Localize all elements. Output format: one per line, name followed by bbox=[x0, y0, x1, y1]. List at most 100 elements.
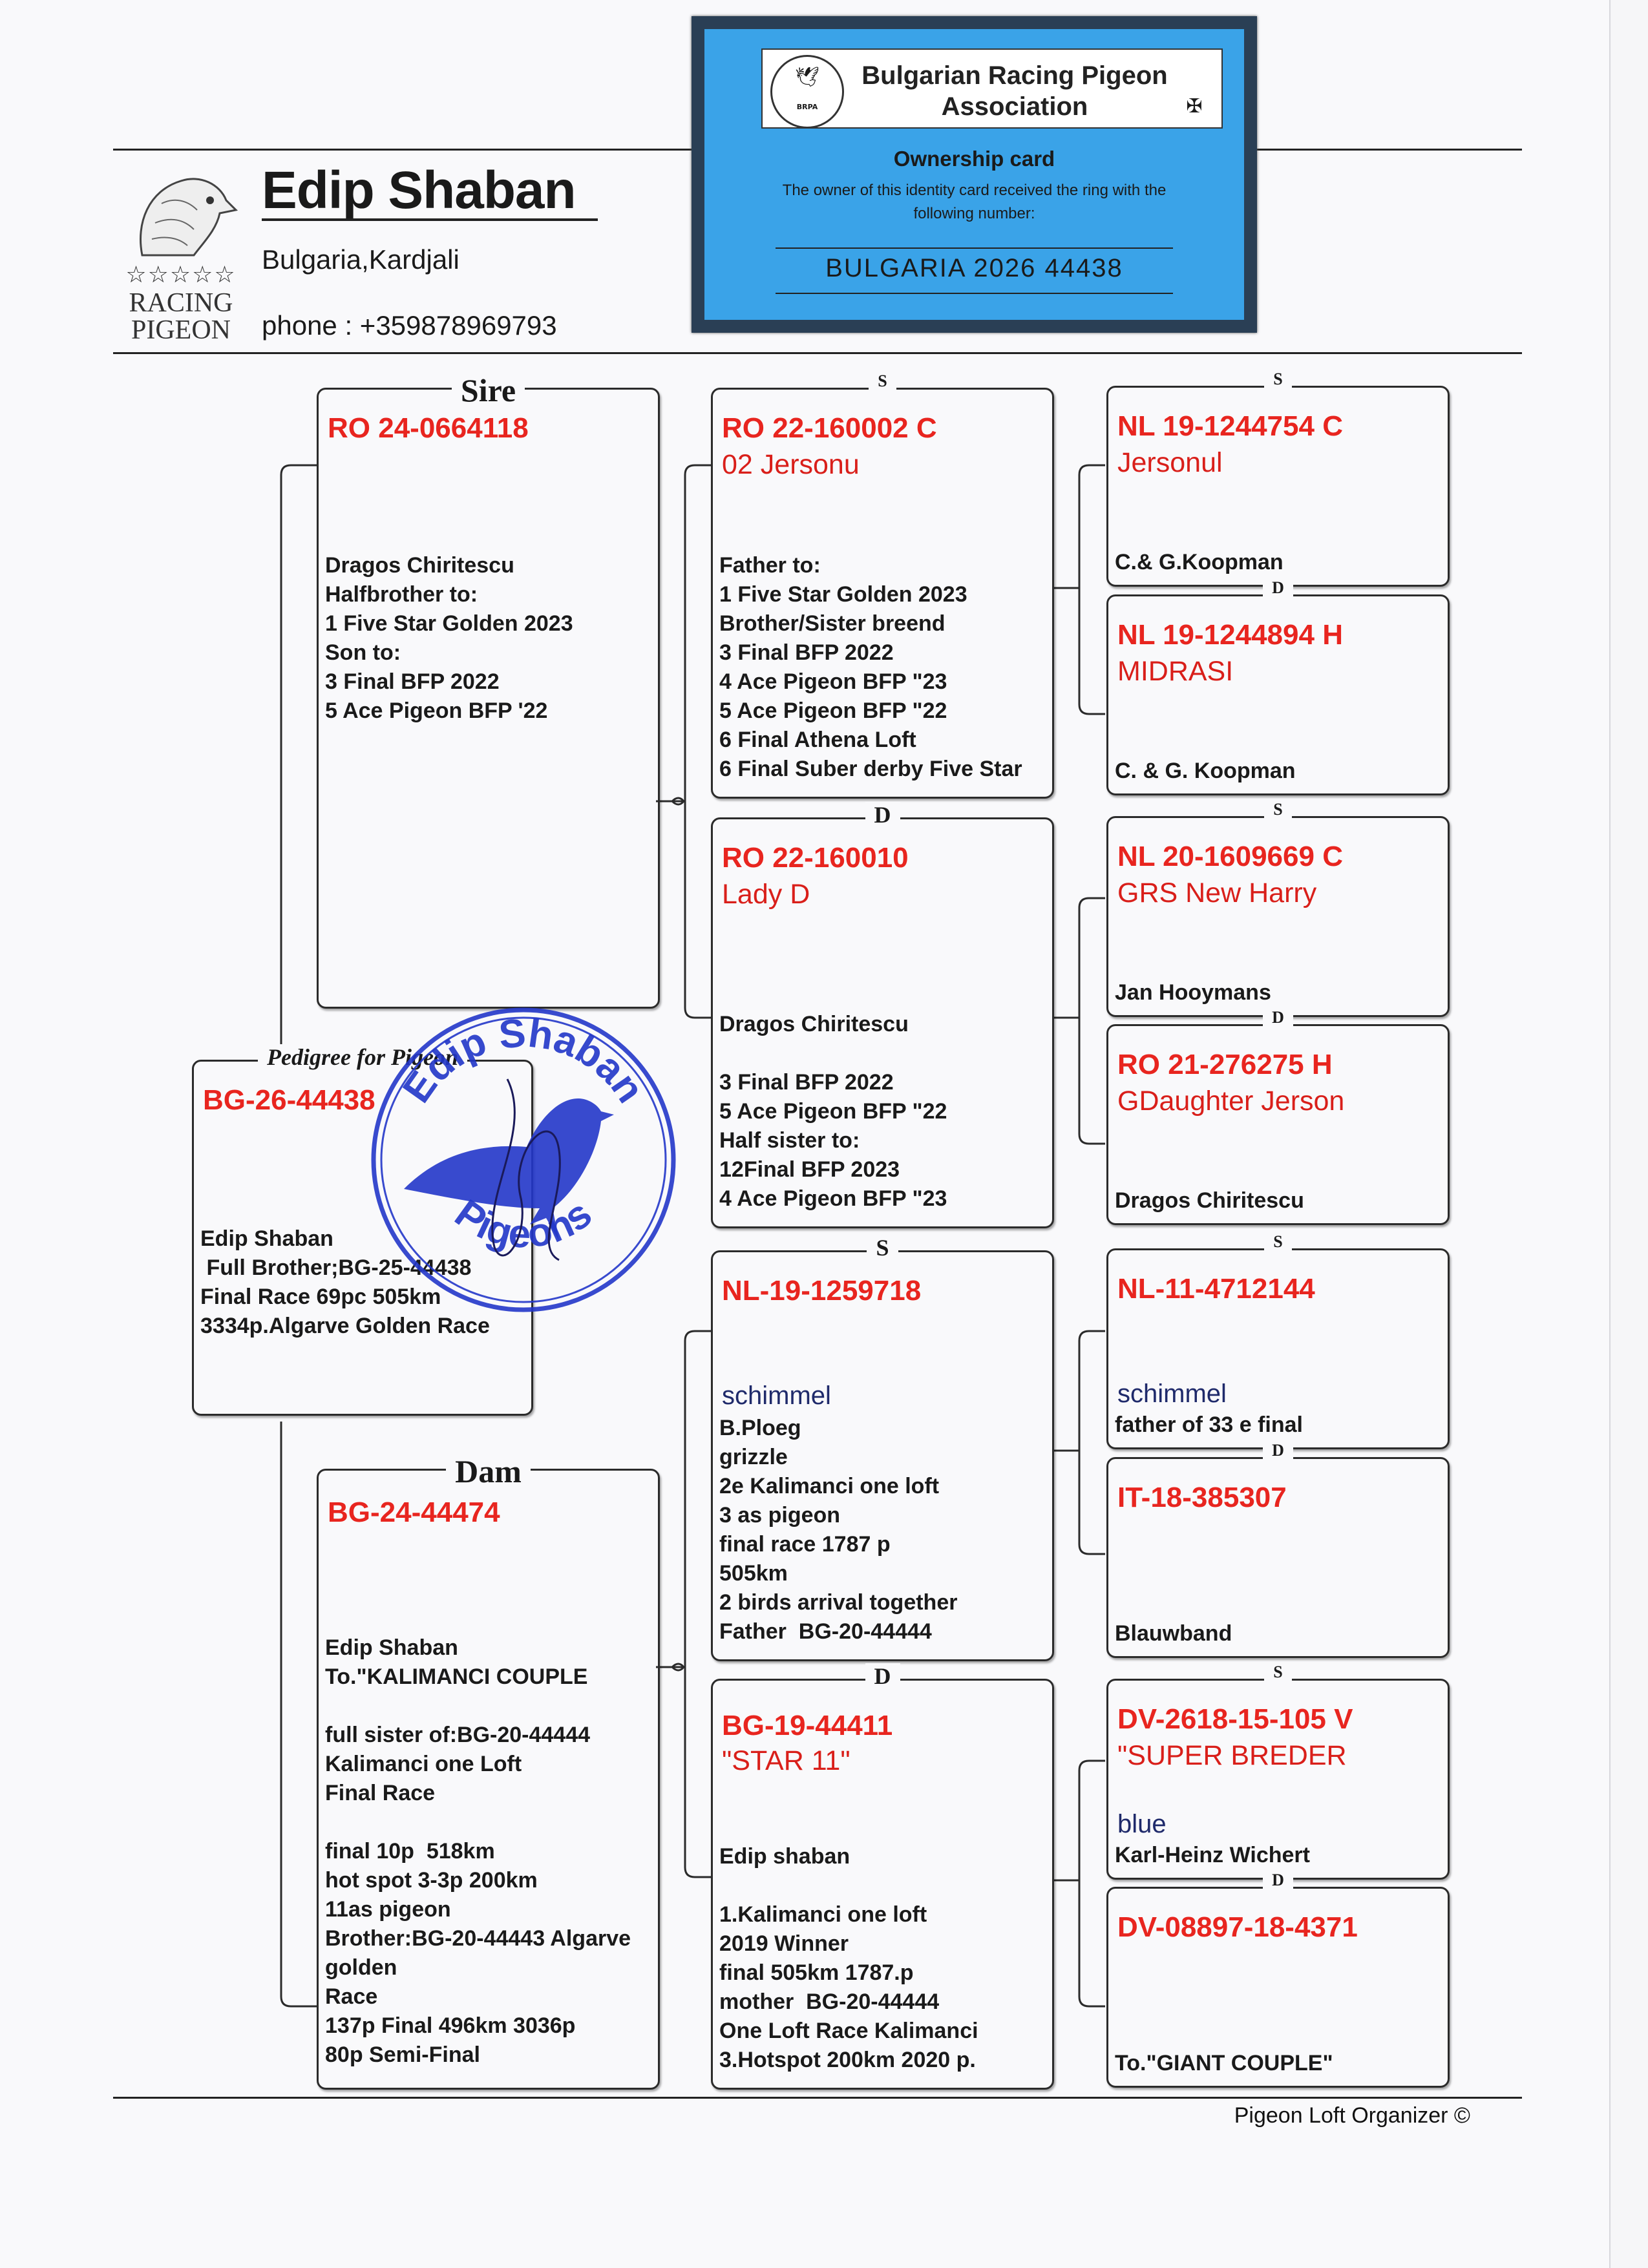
dss-box: S NL-11-4712144 schimmel father of 33 e … bbox=[1106, 1232, 1450, 1449]
ring-line-bottom bbox=[776, 293, 1173, 294]
dds-color: blue bbox=[1117, 1810, 1167, 1838]
dam-info: Edip Shaban To."KALIMANCI COUPLE full si… bbox=[325, 1635, 631, 2067]
ssd-label: D bbox=[1263, 578, 1293, 597]
sire-sire-name: 02 Jersonu bbox=[722, 449, 860, 480]
dam-box: Dam BG-24-44474 Edip Shaban To."KALIMANC… bbox=[317, 1453, 660, 2090]
sdd-ring: RO 21-276275 H bbox=[1117, 1049, 1333, 1080]
dds-name: "SUPER BREDER bbox=[1117, 1740, 1347, 1771]
ddd-box: D DV-08897-18-4371 To."GIANT COUPLE" bbox=[1106, 1871, 1450, 2088]
dam-sire-label: S bbox=[867, 1235, 898, 1261]
sire-dam-name: Lady D bbox=[722, 879, 810, 910]
dds-info: Karl-Heinz Wichert bbox=[1115, 1843, 1310, 1867]
sdd-name: GDaughter Jerson bbox=[1117, 1086, 1345, 1117]
dsd-info: Blauwband bbox=[1115, 1621, 1232, 1646]
ring-line-top bbox=[776, 247, 1173, 249]
footer-rule bbox=[113, 2097, 1522, 2099]
sss-name: Jersonul bbox=[1117, 447, 1223, 478]
sire-sire-label: S bbox=[869, 372, 896, 390]
dam-sire-ring: NL-19-1259718 bbox=[722, 1275, 922, 1307]
dam-label: Dam bbox=[446, 1453, 531, 1489]
dam-dam-ring: BG-19-44411 bbox=[722, 1710, 893, 1741]
subject-ring: BG-26-44438 bbox=[203, 1084, 375, 1116]
sire-sire-info: Father to: 1 Five Star Golden 2023 Broth… bbox=[719, 553, 1022, 781]
ssd-ring: NL 19-1244894 H bbox=[1117, 619, 1343, 651]
owner-name-underline bbox=[262, 218, 598, 221]
sds-ring: NL 20-1609669 C bbox=[1117, 841, 1343, 872]
dss-label: S bbox=[1264, 1232, 1292, 1251]
sdd-box: D RO 21-276275 H GDaughter Jerson Dragos… bbox=[1106, 1008, 1450, 1225]
dds-box: S DV-2618-15-105 V "SUPER BREDER blue Ka… bbox=[1106, 1663, 1450, 1880]
association-title-box: 🕊 BRPA Bulgarian Racing Pigeon Associati… bbox=[761, 48, 1223, 129]
header-bottom-rule bbox=[113, 352, 1522, 354]
sss-ring: NL 19-1244754 C bbox=[1117, 410, 1343, 442]
dss-ring: NL-11-4712144 bbox=[1117, 1273, 1315, 1305]
dss-info: father of 33 e final bbox=[1115, 1412, 1303, 1437]
logo-stars: ☆☆☆☆☆ bbox=[125, 262, 237, 288]
ssd-name: MIDRASI bbox=[1117, 656, 1234, 687]
sdd-label: D bbox=[1263, 1008, 1293, 1027]
owner-phone: phone : +359878969793 bbox=[262, 310, 557, 341]
dam-sire-color: schimmel bbox=[722, 1381, 831, 1410]
svg-text:Edip Shaban: Edip Shaban bbox=[394, 1011, 653, 1111]
dss-color: schimmel bbox=[1117, 1380, 1227, 1408]
ddd-info: To."GIANT COUPLE" bbox=[1115, 2051, 1333, 2075]
association-name: Bulgarian Racing Pigeon Association bbox=[861, 61, 1168, 121]
logo-text-racing: RACING bbox=[129, 288, 233, 318]
sire-info: Dragos Chiritescu Halfbrother to: 1 Five… bbox=[325, 553, 573, 723]
stamp-top-text: Edip Shaban bbox=[394, 1011, 653, 1111]
dam-dam-info: Edip shaban 1.Kalimanci one loft 2019 Wi… bbox=[719, 1844, 978, 2072]
sire-sire-box: S RO 22-160002 C 02 Jersonu Father to: 1… bbox=[711, 372, 1054, 799]
sss-box: S NL 19-1244754 C Jersonul C.& G.Koopman bbox=[1106, 370, 1450, 587]
sire-sire-ring: RO 22-160002 C bbox=[722, 412, 937, 444]
dsd-box: D IT-18-385307 Blauwband bbox=[1106, 1441, 1450, 1658]
ownership-card-inner: 🕊 BRPA Bulgarian Racing Pigeon Associati… bbox=[704, 29, 1244, 320]
dam-ring: BG-24-44474 bbox=[328, 1496, 500, 1528]
dsd-ring: IT-18-385307 bbox=[1117, 1482, 1287, 1513]
ddd-label: D bbox=[1263, 1871, 1293, 1889]
sds-box: S NL 20-1609669 C GRS New Harry Jan Hooy… bbox=[1106, 800, 1450, 1017]
sss-info: C.& G.Koopman bbox=[1115, 550, 1284, 574]
sds-name: GRS New Harry bbox=[1117, 877, 1317, 908]
dsd-label: D bbox=[1263, 1441, 1293, 1460]
sss-label: S bbox=[1264, 370, 1292, 388]
association-emblem-icon: 🕊 BRPA bbox=[770, 55, 844, 129]
owner-stamp: Edip Shaban Pigeons bbox=[371, 1007, 676, 1312]
dam-sire-info: B.Ploeg grizzle 2e Kalimanci one loft 3 … bbox=[719, 1416, 958, 1644]
racing-pigeon-logo: ☆☆☆☆☆ RACING PIGEON bbox=[116, 165, 246, 345]
dam-dam-label: D bbox=[865, 1663, 900, 1689]
owner-name: Edip Shaban bbox=[262, 161, 576, 220]
pigeon-head-icon bbox=[140, 178, 238, 257]
dam-sire-box: S NL-19-1259718 schimmel B.Ploeg grizzle… bbox=[711, 1235, 1054, 1661]
dds-ring: DV-2618-15-105 V bbox=[1117, 1703, 1353, 1735]
logo-text-pigeon: PIGEON bbox=[131, 315, 231, 345]
sire-dam-info: Dragos Chiritescu 3 Final BFP 2022 5 Ace… bbox=[719, 1012, 947, 1211]
ownership-card-text: The owner of this identity card received… bbox=[782, 182, 1167, 222]
sds-label: S bbox=[1264, 800, 1292, 819]
dam-dam-box: D BG-19-44411 "STAR 11" Edip shaban 1.Ka… bbox=[711, 1663, 1054, 2090]
association-badge-icon: ✠ bbox=[1186, 96, 1203, 117]
subject-pigeon-box: Pedigree for Pigeon BG-26-44438 Edip Sha… bbox=[192, 1044, 533, 1416]
ownership-card: 🕊 BRPA Bulgarian Racing Pigeon Associati… bbox=[692, 16, 1257, 333]
stamp-pigeon-icon bbox=[404, 1098, 614, 1241]
sire-box: Sire RO 24-0664118 Dragos Chiritescu Hal… bbox=[317, 372, 660, 1009]
sds-info: Jan Hooymans bbox=[1115, 980, 1271, 1005]
sire-dam-label: D bbox=[865, 802, 900, 828]
ddd-ring: DV-08897-18-4371 bbox=[1117, 1911, 1358, 1943]
ssd-box: D NL 19-1244894 H MIDRASI C. & G. Koopma… bbox=[1106, 578, 1450, 795]
footer-credit: Pigeon Loft Organizer © bbox=[1234, 2103, 1470, 2128]
sdd-info: Dragos Chiritescu bbox=[1115, 1188, 1304, 1213]
sire-label: Sire bbox=[451, 372, 525, 408]
sire-dam-ring: RO 22-160010 bbox=[722, 842, 909, 874]
dam-dam-name: "STAR 11" bbox=[722, 1745, 850, 1776]
stamp-signature bbox=[491, 1078, 561, 1261]
owner-location: Bulgaria,Kardjali bbox=[262, 244, 460, 275]
dds-label: S bbox=[1264, 1663, 1292, 1681]
ssd-info: C. & G. Koopman bbox=[1115, 759, 1296, 783]
ownership-card-title: Ownership card bbox=[893, 147, 1055, 171]
subject-info: Edip Shaban Full Brother;BG-25-44438 Fin… bbox=[200, 1226, 490, 1338]
ownership-ring-number: BULGARIA 2026 44438 bbox=[825, 254, 1123, 282]
sire-dam-box: D RO 22-160010 Lady D Dragos Chiritescu … bbox=[711, 802, 1054, 1228]
pedigree-connectors bbox=[280, 464, 1105, 2008]
sire-ring: RO 24-0664118 bbox=[328, 412, 529, 444]
pedigree-sheet: ☆☆☆☆☆ RACING PIGEON Edip Shaban Bulgaria… bbox=[113, 0, 1611, 2268]
